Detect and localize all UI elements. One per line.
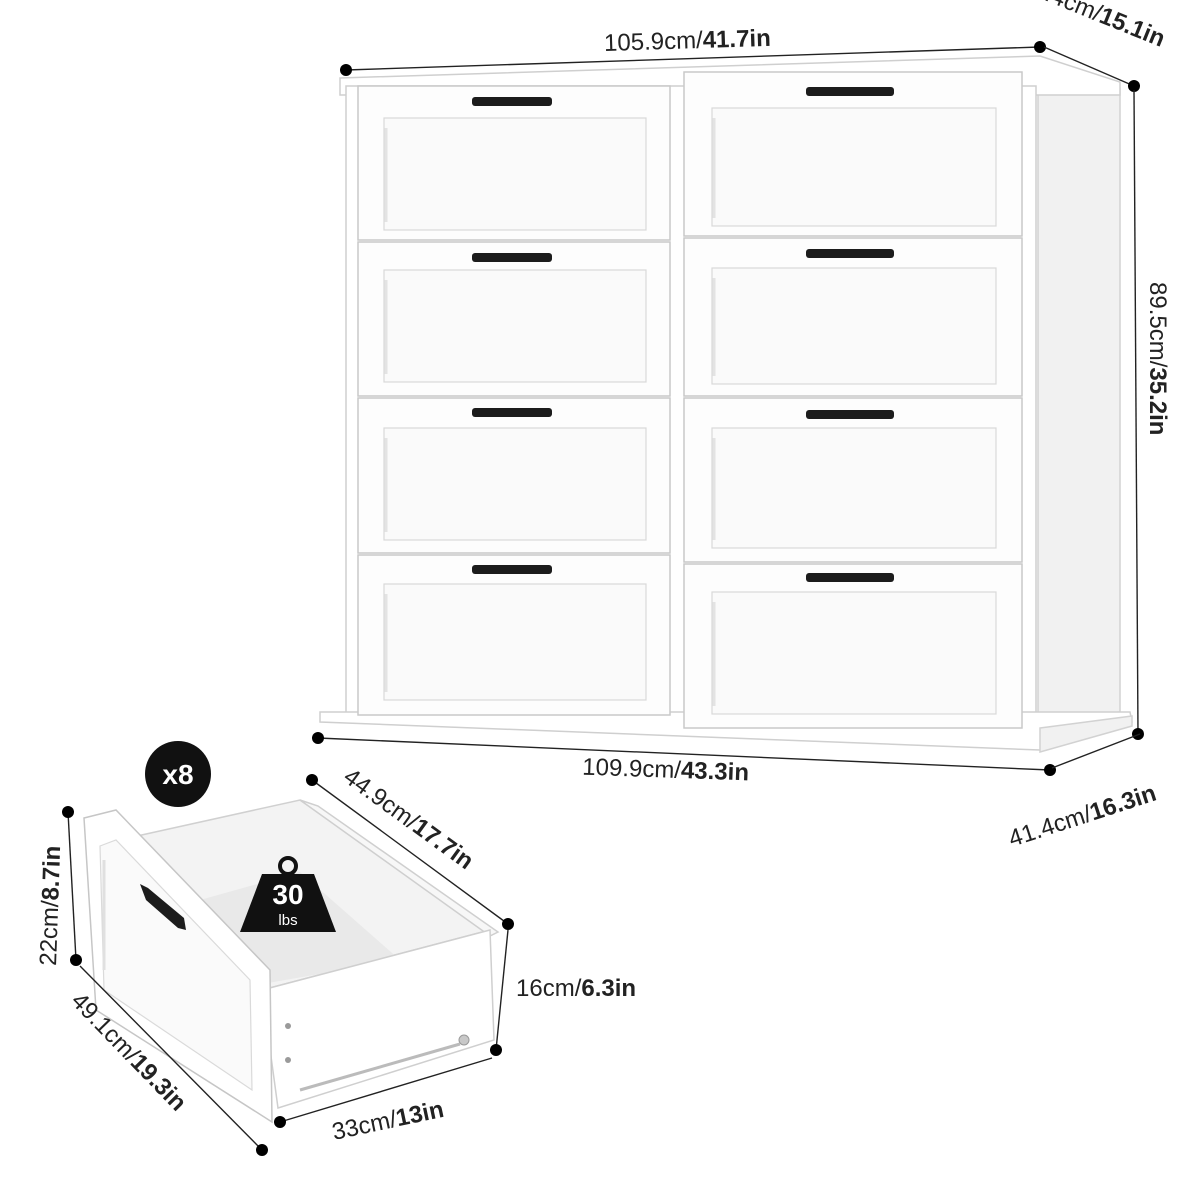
- dim-base-depth: 41.4cm/16.3in: [1005, 733, 1160, 853]
- drawer-handle: [472, 253, 552, 262]
- drawer-outer-height-in: 8.7in: [37, 845, 66, 901]
- base-width-cm: 109.9cm/: [582, 754, 682, 784]
- dresser-base-side: [1039, 715, 1133, 753]
- top-depth-in: 15.1in: [1096, 2, 1169, 53]
- dim-top-width: 105.9cm/41.7in: [340, 25, 1046, 76]
- drawer-left-2: [357, 241, 671, 397]
- dim-height: 89.5cm/35.2in: [1132, 89, 1171, 740]
- top-width-in: 41.7in: [702, 25, 771, 54]
- dim-drawer-inner-height: 16cm/6.3in: [490, 929, 636, 1056]
- drawer-handle: [806, 249, 894, 258]
- svg-text:109.9cm/43.3in: 109.9cm/43.3in: [582, 754, 750, 787]
- drawer-detail-handle: [140, 884, 186, 930]
- drawer-right-3: [683, 397, 1023, 563]
- svg-text:89.5cm/35.2in: 89.5cm/35.2in: [1144, 282, 1171, 435]
- drawer-handle: [806, 87, 894, 96]
- drawer-left-3: [357, 397, 671, 554]
- weight-value: 30: [272, 879, 303, 910]
- drawer-handle: [806, 573, 894, 582]
- quantity-badge: x8: [145, 741, 211, 807]
- drawer-detail: 30 lbs: [83, 799, 500, 1124]
- top-width-cm: 105.9cm/: [604, 27, 704, 57]
- svg-text:22cm/8.7in: 22cm/8.7in: [35, 845, 66, 966]
- drawer-left-4: [357, 554, 671, 716]
- svg-text:41.4cm/16.3in: 41.4cm/16.3in: [1005, 780, 1159, 853]
- drawer-right-4: [683, 563, 1023, 729]
- drawer-inner-height-in: 6.3in: [581, 975, 636, 1002]
- drawer-depth-in: 17.7in: [408, 813, 479, 875]
- height-in: 35.2in: [1144, 367, 1171, 435]
- svg-text:105.9cm/41.7in: 105.9cm/41.7in: [604, 25, 772, 57]
- drawer-inner-width-in: 13in: [394, 1096, 447, 1132]
- svg-text:33cm/13in: 33cm/13in: [330, 1096, 447, 1146]
- weight-icon: 30 lbs: [240, 856, 336, 932]
- height-cm: 89.5cm/: [1144, 282, 1171, 368]
- base-depth-in: 16.3in: [1086, 780, 1159, 827]
- drawer-handle: [472, 565, 552, 574]
- drawer-handle: [806, 410, 894, 419]
- base-depth-cm: 41.4cm/: [1005, 801, 1095, 853]
- drawer-outer-height-cm: 22cm/: [35, 900, 64, 967]
- drawer-left-1: [357, 85, 671, 241]
- top-depth-cm: 38.4cm/: [1016, 0, 1106, 27]
- drawer-handle: [472, 408, 552, 417]
- drawer-inner-height-cm: 16cm/: [516, 975, 582, 1002]
- quantity-badge-text: x8: [162, 759, 193, 790]
- drawer-depth-cm: 44.9cm/: [338, 763, 423, 835]
- dresser-side: [1037, 58, 1121, 721]
- dresser: [319, 55, 1133, 753]
- svg-text:16cm/6.3in: 16cm/6.3in: [516, 975, 636, 1002]
- dim-drawer-outer-height: 22cm/8.7in: [35, 806, 82, 966]
- drawer-right-2: [683, 237, 1023, 397]
- drawer-right-1: [683, 71, 1023, 237]
- base-width-in: 43.3in: [681, 757, 750, 786]
- dim-base-width: 109.9cm/43.3in: [312, 732, 1056, 786]
- drawer-inner-width-cm: 33cm/: [330, 1106, 400, 1146]
- weight-unit: lbs: [278, 912, 297, 929]
- drawer-handle: [472, 97, 552, 106]
